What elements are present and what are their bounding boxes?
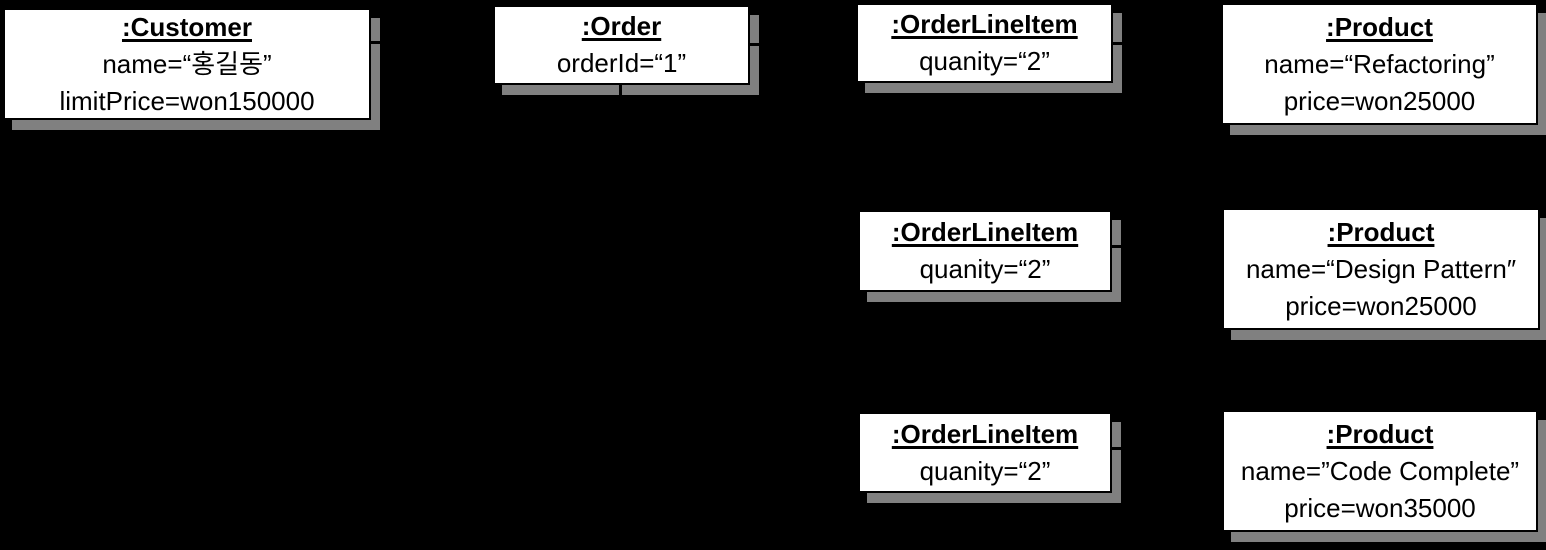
connector-customer-order bbox=[369, 41, 495, 44]
connector-orderlineitem1-product1 bbox=[1111, 42, 1223, 45]
object-attribute: name=”Code Complete” bbox=[1240, 455, 1520, 486]
connector-orderlineitem3-product3 bbox=[1110, 447, 1224, 450]
object-title: :Product bbox=[1327, 216, 1435, 247]
connector-order-orderlineitem1 bbox=[748, 43, 858, 46]
object-box-product3: :Product name=”Code Complete” price=won3… bbox=[1222, 410, 1538, 532]
object-box-product1: :Product name=“Refactoring” price=won250… bbox=[1221, 3, 1538, 125]
object-box-orderlineitem1: :OrderLineItem quanity=“2” bbox=[856, 3, 1113, 83]
object-attribute: name=“홍길동” bbox=[102, 48, 272, 79]
object-attribute: name=“Design Pattern″ bbox=[1245, 253, 1517, 284]
object-title: :Product bbox=[1326, 11, 1433, 42]
object-title: :OrderLineItem bbox=[891, 9, 1078, 39]
connector-order-orderlineitem3 bbox=[619, 447, 860, 450]
object-attribute: price=won25000 bbox=[1285, 290, 1477, 321]
object-title: :Product bbox=[1326, 418, 1434, 449]
object-attribute: quanity=“2” bbox=[919, 254, 1051, 284]
object-attribute: quanity=“2” bbox=[919, 46, 1050, 76]
object-attribute: price=won25000 bbox=[1283, 85, 1476, 116]
object-title: :Customer bbox=[121, 11, 252, 42]
object-attribute: limitPrice=won150000 bbox=[59, 85, 315, 116]
object-title: :OrderLineItem bbox=[891, 217, 1079, 247]
object-box-orderlineitem3: :OrderLineItem quanity=“2” bbox=[858, 412, 1112, 493]
object-box-order: :Order orderId=“1” bbox=[493, 5, 750, 85]
object-attribute: price=won35000 bbox=[1284, 492, 1476, 523]
object-attribute: orderId=“1” bbox=[556, 48, 687, 78]
object-attribute: name=“Refactoring” bbox=[1264, 48, 1495, 79]
object-title: :Order bbox=[581, 11, 662, 41]
object-title: :OrderLineItem bbox=[891, 418, 1079, 449]
object-box-customer: :Customer name=“홍길동” limitPrice=won15000… bbox=[3, 8, 371, 120]
object-attribute: quanity=“2” bbox=[919, 455, 1051, 486]
connector-order-trunk-vertical bbox=[619, 84, 622, 450]
connector-order-orderlineitem2 bbox=[619, 246, 860, 249]
object-box-orderlineitem2: :OrderLineItem quanity=“2” bbox=[858, 210, 1112, 292]
object-box-product2: :Product name=“Design Pattern″ price=won… bbox=[1222, 208, 1540, 330]
connector-orderlineitem2-product2 bbox=[1110, 245, 1224, 248]
